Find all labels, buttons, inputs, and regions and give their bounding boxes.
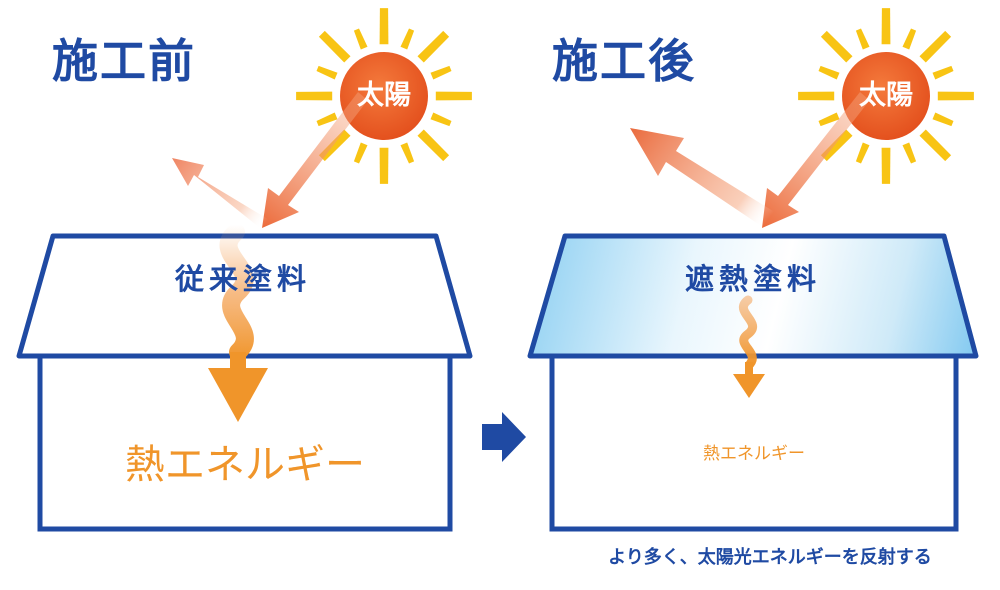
after-sun-ray [818, 112, 840, 127]
after-reflected-light-arrow [630, 128, 781, 232]
before-sun-ray [379, 147, 389, 184]
before-sun-rays [296, 8, 472, 184]
before-sun-ray [430, 112, 452, 127]
after-sun-ray [855, 28, 870, 50]
before-sun-ray [316, 112, 338, 127]
after-incoming-light-arrow [762, 92, 874, 228]
after-sun-ray [820, 30, 853, 63]
after-heat-squiggle [739, 295, 757, 369]
before-incoming-light-arrow [262, 92, 372, 228]
before-sun-ray [353, 142, 368, 164]
after-caption: より多く、太陽光エネルギーを反射する [608, 547, 932, 568]
after-title: 施工後 [552, 34, 696, 88]
before-sun-ray [417, 30, 450, 63]
before-sun-ray [296, 91, 333, 101]
after-sun-ray [855, 142, 870, 164]
before-sun-ray [400, 28, 415, 50]
after-sun-ray [919, 30, 952, 63]
after-sun-ray [932, 112, 954, 127]
before-reflected-light-arrow [172, 158, 271, 232]
before-sun-ray [353, 28, 368, 50]
before-sun-ray [435, 91, 472, 101]
after-sun-ray [881, 147, 891, 184]
before-heat-squiggle [219, 223, 254, 361]
before-sun-ray [318, 30, 351, 63]
before-sun-icon [340, 52, 428, 140]
before-title: 施工前 [52, 34, 196, 88]
after-roof [527, 233, 979, 359]
before-sun-label: 太陽 [357, 80, 411, 111]
after-sun-ray [932, 65, 954, 80]
after-sun-rays [798, 8, 974, 184]
after-sun-icon [842, 52, 930, 140]
after-sun-ray [881, 8, 891, 45]
before-heat-arrow [208, 352, 268, 422]
after-sun-label: 太陽 [859, 80, 913, 111]
right-arrow-icon [482, 412, 526, 462]
after-roof-label: 遮熱塗料 [684, 262, 821, 296]
before-sun-ray [417, 129, 450, 162]
after-sun-ray [919, 129, 952, 162]
after-sun-ray [937, 91, 974, 101]
before-roof-label: 従来塗料 [174, 262, 311, 296]
after-sun-ray [798, 91, 835, 101]
after-sun-ray [820, 129, 853, 162]
before-sun-ray [316, 65, 338, 80]
before-sun-ray [430, 65, 452, 80]
after-heat-arrow [733, 362, 765, 398]
after-sun-ray [902, 142, 917, 164]
before-sun-ray [400, 142, 415, 164]
before-sun-ray [379, 8, 389, 45]
before-heat-label: 熱エネルギー [125, 442, 365, 488]
after-sun-ray [818, 65, 840, 80]
after-sun-ray [902, 28, 917, 50]
after-heat-label: 熱エネルギー [703, 444, 805, 464]
